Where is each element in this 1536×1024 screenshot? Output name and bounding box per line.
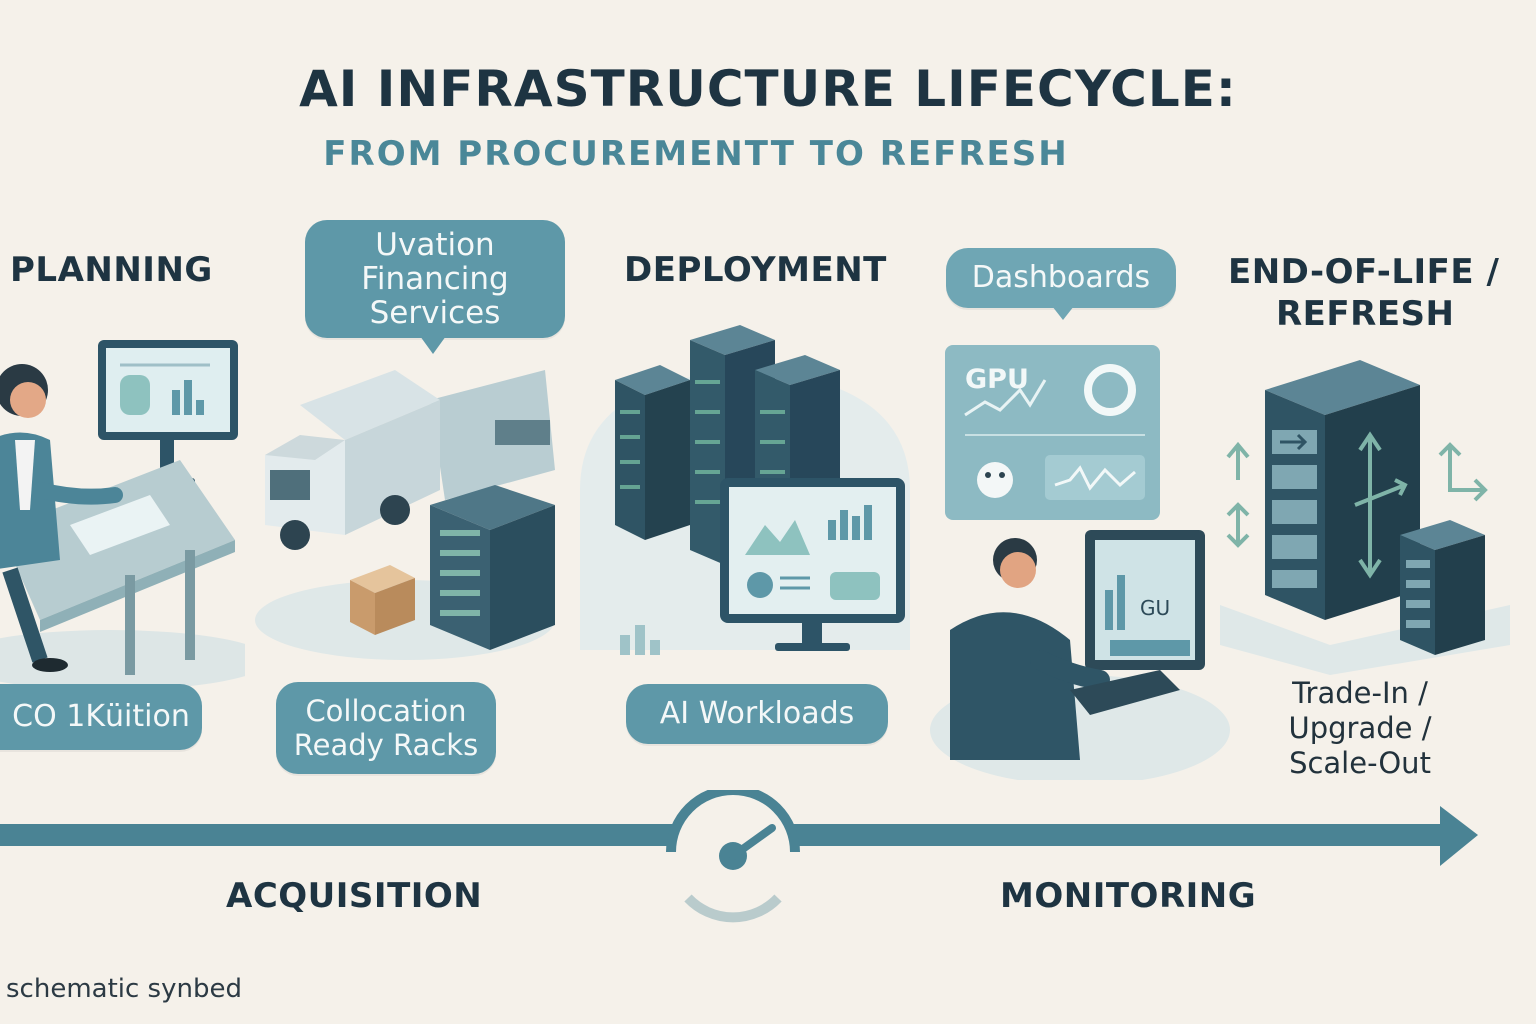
colocation-pill: Collocation Ready Racks	[276, 682, 496, 774]
screen-label: GU	[1140, 596, 1170, 620]
financing-line-1: Uvation	[375, 227, 495, 263]
planning-illustration	[0, 340, 245, 690]
dashboards-callout-tail	[1052, 306, 1074, 320]
eol-option-scale-out: Scale-Out	[1289, 746, 1431, 780]
workloads-pill: AI Workloads	[626, 684, 888, 744]
colocation-line-1: Collocation	[305, 694, 467, 728]
deployment-illustration	[580, 325, 910, 655]
eol-options: Trade-In / Upgrade / Scale-Out	[1250, 676, 1470, 781]
eol-option-upgrade: Upgrade /	[1288, 711, 1432, 745]
dashboards-label: Dashboards	[971, 260, 1151, 295]
financing-callout-tail	[420, 336, 446, 354]
eol-option-trade-in: Trade-In /	[1292, 676, 1428, 710]
stage-eol-line1: END-OF-LIFE /	[1228, 252, 1500, 292]
dashboards-callout: Dashboards	[946, 248, 1176, 308]
financing-callout: Uvation Financing Services	[305, 220, 565, 338]
workloads-label: AI Workloads	[659, 696, 855, 731]
page-subtitle: FROM PROCUREMENTT TO REFRESH	[323, 134, 1069, 174]
timeline-arrow	[0, 790, 1478, 923]
stage-acquisition: ACQUISITION	[226, 876, 483, 916]
acquisition-illustration	[255, 370, 555, 660]
planning-pill: CO 1Κüition	[0, 684, 202, 750]
financing-line-2: Financing	[361, 261, 509, 297]
footer-note: schematic synbed	[6, 974, 242, 1004]
stage-deployment: DEPLOYMENT	[624, 250, 887, 290]
stage-planning: PLANNING	[10, 250, 213, 290]
stage-eol-line2: REFRESH	[1276, 294, 1455, 334]
monitoring-illustration: GPU GU	[930, 345, 1230, 780]
planning-pill-label: CO 1Κüition	[12, 699, 190, 734]
eol-illustration	[1220, 360, 1510, 675]
stage-monitoring: MONITORING	[1000, 876, 1257, 916]
financing-line-3: Services	[369, 295, 501, 331]
page-title: AI INFRASTRUCTURE LIFECYCLE:	[299, 60, 1237, 118]
colocation-line-2: Ready Racks	[293, 728, 479, 762]
